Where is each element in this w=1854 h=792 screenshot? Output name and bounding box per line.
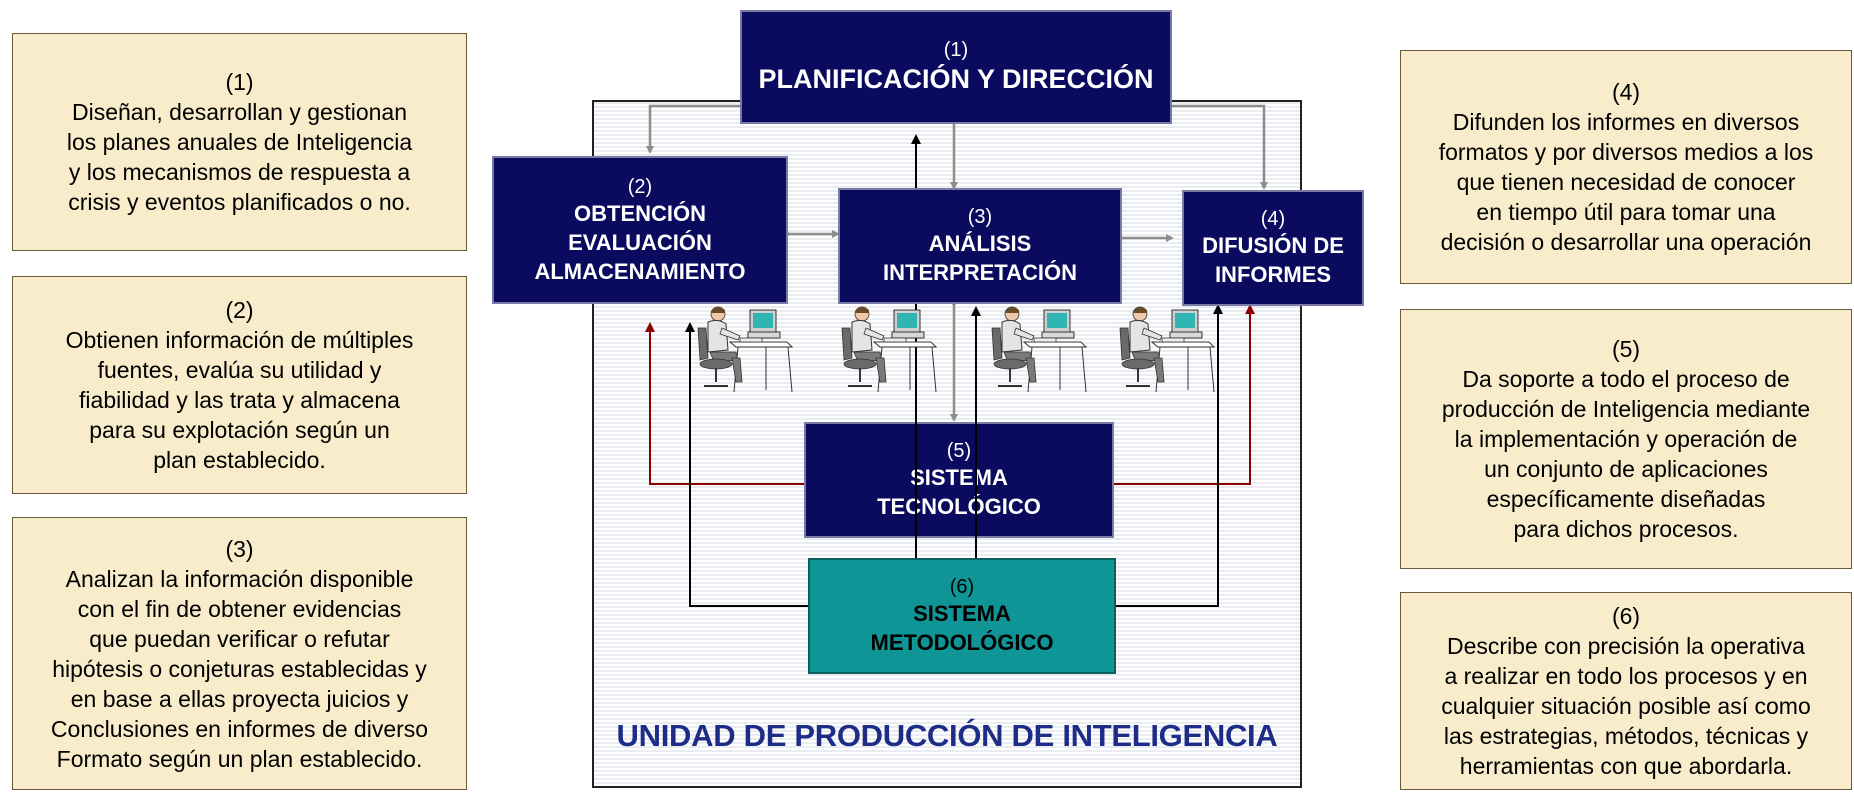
note-line: en tiempo útil para tomar una: [1476, 199, 1776, 225]
box-analisis: (3) ANÁLISIS INTERPRETACIÓN: [838, 188, 1122, 304]
note-line: formatos y por diversos medios a los: [1438, 139, 1814, 165]
note-line: para su explotación según un: [89, 417, 390, 443]
note-line: con el fin de obtener evidencias: [77, 595, 402, 622]
note-line: un conjunto de aplicaciones: [1484, 456, 1768, 482]
box-label: EVALUACIÓN: [568, 229, 712, 255]
box-number: (5): [946, 440, 972, 462]
box-number: (4): [1260, 208, 1286, 230]
note-line: Analizan la información disponible: [65, 565, 414, 592]
note-line: (1): [225, 69, 254, 95]
arrow-tecnologico-to-obtencion: [645, 322, 812, 489]
note-line: (4): [1611, 79, 1641, 105]
analyst-workstation-icon: [1119, 306, 1215, 393]
note-6-sistema-metodologico: (6) Describe con precisión la operativa …: [1400, 592, 1852, 790]
box-number: (2): [627, 175, 653, 198]
note-1-planificacion: (1) Diseñan, desarrollan y gestionan los…: [12, 33, 467, 251]
note-line: para dichos procesos.: [1513, 516, 1739, 542]
note-2-obtencion: (2) Obtienen información de múltiples fu…: [12, 276, 467, 494]
arrow-metodologico-to-difusion: [1116, 304, 1223, 607]
box-label: SISTEMA: [913, 601, 1011, 626]
arrow-metodologico-to-obtencion: [685, 322, 808, 607]
note-line: a realizar en todo los procesos y en: [1444, 663, 1808, 689]
note-line: específicamente diseñadas: [1486, 486, 1766, 512]
note-line: que tienen necesidad de conocer: [1456, 169, 1796, 195]
note-line: (6): [1611, 603, 1641, 629]
box-label: INTERPRETACIÓN: [883, 260, 1077, 285]
box-number: (6): [949, 576, 975, 598]
box-label: ALMACENAMIENTO: [534, 258, 746, 284]
note-line: (5): [1611, 336, 1641, 362]
arrow-plan-to-obtencion: [646, 102, 746, 154]
analyst-workstation-icon: [841, 306, 937, 393]
note-line: las estrategias, métodos, técnicas y: [1443, 723, 1809, 749]
box-label: SISTEMA: [910, 465, 1008, 490]
note-4-difusion: (4) Difunden los informes en diversos fo…: [1400, 50, 1852, 284]
note-line: hipótesis o conjeturas establecidas y: [52, 655, 427, 682]
box-sistema-tecnologico: (5) SISTEMA TECNOLÓGICO: [804, 422, 1114, 538]
note-line: producción de Inteligencia mediante: [1441, 396, 1811, 422]
note-line: Conclusiones en informes de diverso: [50, 715, 429, 742]
note-line: Formato según un plan establecido.: [56, 745, 423, 772]
box-label: ANÁLISIS: [928, 231, 1032, 256]
note-line: Describe con precisión la operativa: [1447, 633, 1805, 659]
box-sistema-metodologico: (6) SISTEMA METODOLÓGICO: [808, 558, 1116, 674]
box-label: PLANIFICACIÓN Y DIRECCIÓN: [758, 64, 1154, 94]
note-line: Difunden los informes en diversos: [1452, 109, 1800, 135]
note-line: Da soporte a todo el proceso de: [1462, 366, 1790, 392]
box-difusion: (4) DIFUSIÓN DE INFORMES: [1182, 190, 1364, 306]
note-line: crisis y eventos planificados o no.: [68, 189, 411, 215]
note-line: fuentes, evalúa su utilidad y: [97, 357, 382, 383]
arrow-plan-to-difusion: [1166, 102, 1268, 190]
note-3-analisis: (3) Analizan la información disponible c…: [12, 517, 467, 790]
note-line: Obtienen información de múltiples: [65, 327, 414, 353]
note-line: la implementación y operación de: [1454, 426, 1798, 452]
box-label: METODOLÓGICO: [870, 630, 1054, 655]
box-label: TECNOLÓGICO: [877, 494, 1041, 519]
note-line: herramientas con que abordarla.: [1459, 753, 1793, 779]
analyst-workstation-icon: [697, 306, 793, 393]
box-label: OBTENCIÓN: [574, 200, 706, 226]
note-line: plan establecido.: [153, 447, 326, 473]
note-line: los planes anuales de Inteligencia: [66, 129, 413, 155]
note-line: que puedan verificar o refutar: [89, 625, 390, 652]
note-5-sistema-tecnologico: (5) Da soporte a todo el proceso de prod…: [1400, 309, 1852, 569]
box-number: (3): [967, 206, 993, 228]
note-line: en base a ellas proyecta juicios y: [70, 685, 409, 712]
unit-title: UNIDAD DE PRODUCCIÓN DE INTELIGENCIA: [616, 718, 1278, 753]
note-line: cualquier situación posible así como: [1441, 693, 1811, 719]
box-planificacion-direccion: (1) PLANIFICACIÓN Y DIRECCIÓN: [740, 10, 1172, 124]
box-number: (1): [943, 39, 969, 61]
note-line: Diseñan, desarrollan y gestionan: [72, 99, 407, 125]
note-line: (2): [225, 297, 254, 323]
box-label: INFORMES: [1214, 262, 1332, 287]
note-line: decisión o desarrollar una operación: [1440, 229, 1812, 255]
arrow-tecnologico-to-difusion: [1106, 304, 1255, 489]
analyst-workstation-icon: [991, 306, 1087, 393]
note-line: fiabilidad y las trata y almacena: [79, 387, 400, 413]
box-obtencion: (2) OBTENCIÓN EVALUACIÓN ALMACENAMIENTO: [492, 156, 788, 304]
note-line: y los mecanismos de respuesta a: [68, 159, 411, 185]
box-label: DIFUSIÓN DE: [1202, 233, 1344, 258]
note-line: (3): [225, 535, 254, 562]
